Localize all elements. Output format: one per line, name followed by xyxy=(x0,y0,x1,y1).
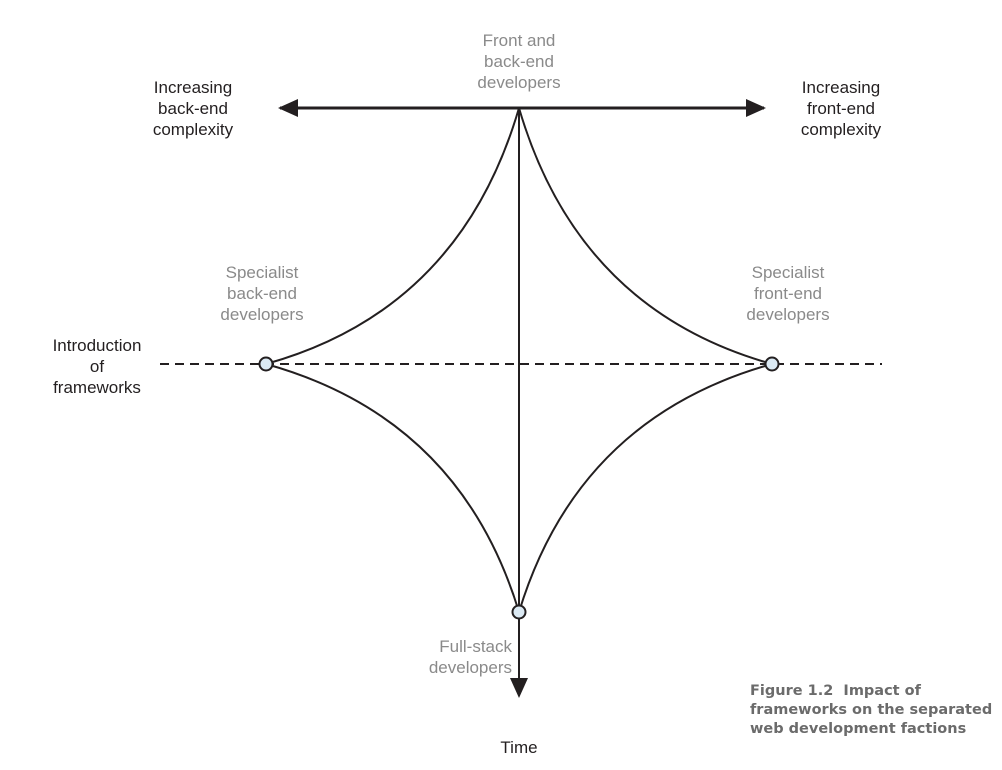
label-increasing-front-end-complexity: Increasing front-end complexity xyxy=(800,78,882,139)
label-introduction-of-frameworks: Introduction of frameworks xyxy=(52,336,142,397)
curve-top-left xyxy=(265,107,520,365)
backend-specialist-node xyxy=(258,356,274,372)
figure-number: Figure 1.2 xyxy=(750,683,834,699)
figure-caption-text: Impact of frameworks on the separated we… xyxy=(750,683,993,737)
curve-bottom-left xyxy=(265,363,520,613)
label-time-axis: Time xyxy=(500,738,538,757)
label-specialist-front-end-developers: Specialist front-end developers xyxy=(746,263,830,324)
curve-top-right xyxy=(518,107,773,365)
frontend-specialist-node xyxy=(764,356,780,372)
label-front-and-back-end-developers: Front and back-end developers xyxy=(477,31,561,92)
label-specialist-back-end-developers: Specialist back-end developers xyxy=(220,263,304,324)
label-full-stack-developers: Full-stack developers xyxy=(428,637,512,677)
fullstack-node xyxy=(511,604,527,620)
figure-caption: Figure 1.2 Impact of frameworks on the s… xyxy=(750,682,995,739)
curve-bottom-right xyxy=(518,363,773,613)
label-increasing-back-end-complexity: Increasing back-end complexity xyxy=(152,78,234,139)
